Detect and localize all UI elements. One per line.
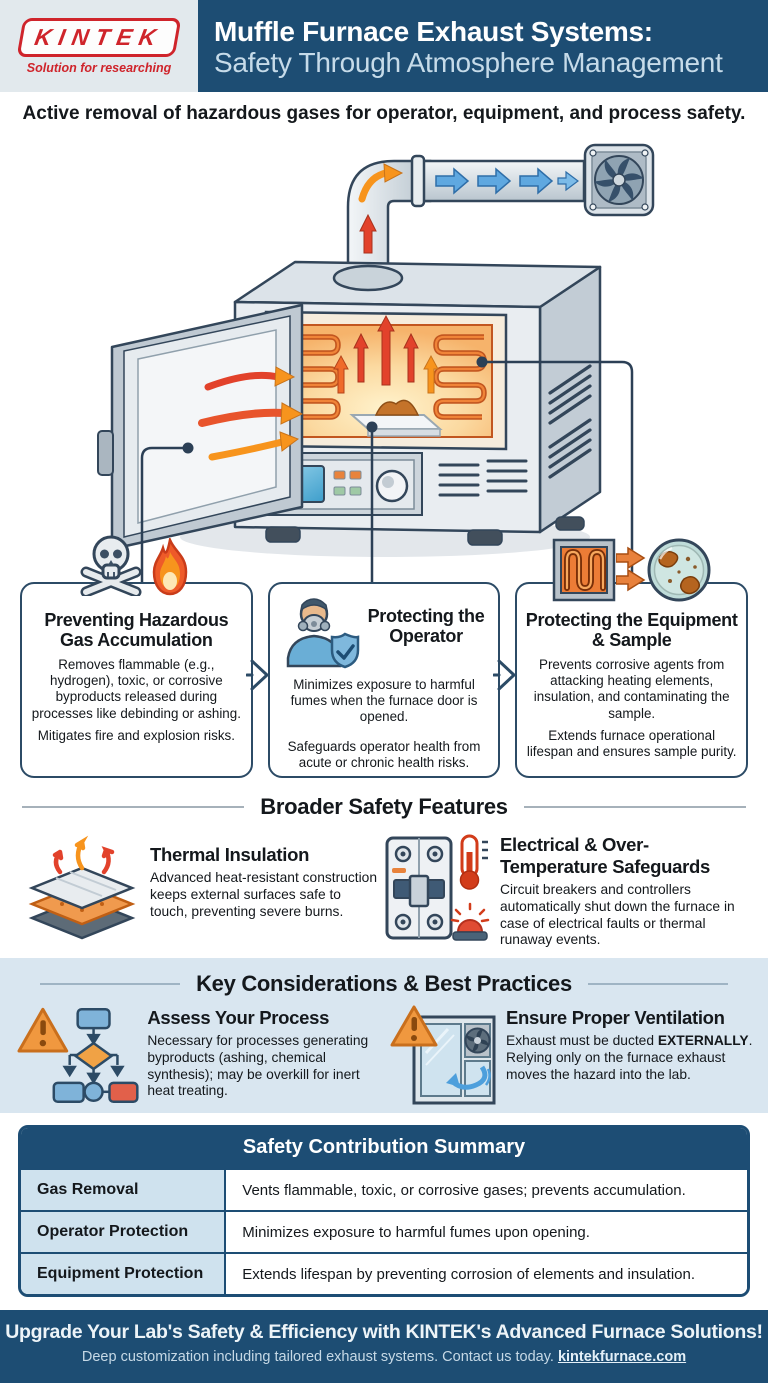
panel-button[interactable]: [349, 470, 362, 480]
door-heat-arrows-icon: [198, 366, 304, 461]
consideration-ventilation: Ensure Proper Ventilation Exhaust must b…: [384, 1003, 768, 1111]
benefit-cards-row: Preventing Hazardous Gas Accumulation Re…: [0, 535, 768, 778]
card-body: Safeguards operator health from acute or…: [287, 739, 481, 771]
card-body: Minimizes exposure to harmful fumes when…: [290, 677, 478, 725]
kintek-logo-icon: KINTEK: [16, 17, 182, 57]
sample-specimen: [374, 399, 420, 416]
duct-base-flange: [332, 264, 404, 292]
operator-respirator-shield-icon: [286, 598, 359, 669]
consideration-body: Exhaust must be ducted EXTERNALLY. Relyi…: [506, 1033, 758, 1083]
divider-line: [40, 983, 181, 985]
title-panel: Muffle Furnace Exhaust Systems: Safety T…: [198, 0, 768, 92]
furnace-door-open: [97, 303, 304, 551]
card-gas-accumulation: Preventing Hazardous Gas Accumulation Re…: [20, 535, 253, 778]
skull-crossbones-icon: [80, 535, 142, 596]
sample-tray: [349, 414, 443, 430]
table-row-value: Minimizes exposure to harmful fumes upon…: [224, 1212, 747, 1252]
footer-text: Deep customization including tailored ex…: [81, 1349, 558, 1365]
hot-gas-curve-arrow-icon: [358, 169, 390, 203]
brand-tagline: Solution for researching: [26, 60, 172, 75]
warning-window-fan-icon: [390, 1005, 496, 1105]
body-text: Exhaust must be ducted: [506, 1033, 658, 1048]
broader-safety-section: Broader Safety Features Thermal: [0, 778, 768, 958]
table-row-label: Equipment Protection: [21, 1254, 225, 1294]
flame-icon: [153, 538, 188, 596]
body-text-bold: EXTERNALLY: [657, 1033, 749, 1048]
rising-fume-arrows-icon: [333, 314, 439, 394]
table-row-label: Gas Removal: [21, 1170, 225, 1210]
panel-button[interactable]: [349, 486, 362, 496]
panel-button[interactable]: [333, 486, 346, 496]
consideration-title: Assess Your Process: [147, 1007, 330, 1028]
hot-gas-arrow-icon: [359, 213, 377, 254]
footer-cta: Upgrade Your Lab's Safety & Efficiency w…: [0, 1310, 768, 1383]
side-vent-slats: [548, 364, 592, 479]
table-row: Operator Protection Minimizes exposure t…: [21, 1210, 747, 1252]
callout-dot-door: [182, 442, 194, 454]
brand-name: KINTEK: [32, 23, 166, 50]
card-body: Removes flammable (e.g., hydrogen), toxi…: [31, 657, 241, 721]
warning-flowchart-icon: [17, 1007, 139, 1103]
table-row: Gas Removal Vents flammable, toxic, or c…: [21, 1168, 747, 1210]
connector-chevron-icon: [493, 659, 516, 691]
card-equipment-protection: Protecting the Equipment & Sample Preven…: [515, 538, 749, 778]
exhaust-fan-icon: [583, 143, 655, 217]
safety-summary-table: Safety Contribution Summary Gas Removal …: [18, 1125, 750, 1297]
panel-button[interactable]: [333, 470, 346, 480]
brand-logo: KINTEK Solution for researching: [0, 0, 198, 92]
heating-element-icon: [552, 538, 615, 602]
header: KINTEK Solution for researching Muffle F…: [0, 0, 768, 92]
feature-body: Advanced heat-resistant construction kee…: [150, 870, 378, 919]
feature-electrical-safeguards: Electrical & Over-Temperature Safeguards…: [384, 832, 768, 949]
airflow-arrows-icon: [435, 167, 579, 195]
front-vent-slats: [438, 459, 528, 497]
card-operator-protection: Protecting the Operator Minimizes exposu…: [267, 582, 501, 778]
furnace-chamber: [264, 310, 508, 451]
callout-dot-sample: [366, 421, 378, 433]
divider-line: [587, 983, 728, 985]
callout-lines: [140, 360, 634, 582]
table-title: Safety Contribution Summary: [21, 1128, 747, 1168]
table-row: Equipment Protection Extends lifespan by…: [21, 1252, 747, 1294]
section-title: Broader Safety Features: [260, 794, 508, 819]
connector-chevron-icon: [246, 659, 269, 691]
footer-headline: Upgrade Your Lab's Safety & Efficiency w…: [5, 1321, 763, 1343]
feature-title: Electrical & Over-Temperature Safeguards: [500, 834, 710, 877]
card-title: Protecting the Equipment & Sample: [525, 610, 738, 651]
card-title: Protecting the Operator: [367, 606, 485, 647]
page-subtitle: Active removal of hazardous gases for op…: [22, 102, 746, 124]
door-handle[interactable]: [97, 430, 114, 476]
consideration-assess-process: Assess Your Process Necessary for proces…: [0, 1003, 384, 1111]
page-title-line1: Muffle Furnace Exhaust Systems:: [214, 15, 653, 47]
exhaust-duct: [346, 154, 586, 275]
corrosion-arrows-icon: [615, 546, 646, 592]
divider-line: [523, 806, 747, 808]
callout-dot-wall: [476, 356, 488, 368]
table-row-label: Operator Protection: [21, 1212, 225, 1252]
consideration-title: Ensure Proper Ventilation: [506, 1007, 725, 1028]
petri-dish-icon: [647, 538, 711, 602]
card-body: Mitigates fire and explosion risks.: [37, 727, 235, 743]
duct-flange-ring: [410, 154, 426, 208]
feature-thermal-insulation: Thermal Insulation Advanced heat-resista…: [0, 832, 384, 949]
key-considerations-section: Key Considerations & Best Practices: [0, 958, 768, 1113]
circuit-breaker-alarm-icon: [385, 834, 490, 941]
feature-body: Circuit breakers and controllers automat…: [500, 882, 735, 948]
divider-line: [22, 806, 245, 808]
card-title: Preventing Hazardous Gas Accumulation: [44, 610, 229, 651]
website-link[interactable]: kintekfurnace.com: [557, 1349, 687, 1365]
page-title-line2: Safety Through Atmosphere Management: [214, 47, 723, 78]
insulation-layers-icon: [28, 835, 136, 940]
body-text: . Relying only on the furnace exhaust mo…: [506, 1033, 753, 1082]
consideration-body: Necessary for processes generating bypro…: [147, 1033, 369, 1099]
muffle-furnace-diagram: [97, 143, 655, 582]
section-title: Key Considerations & Best Practices: [196, 971, 572, 996]
footer-subline: Deep customization including tailored ex…: [0, 1349, 768, 1365]
card-body: Prevents corrosive agents from attacking…: [533, 657, 730, 721]
card-body: Extends furnace operational lifespan and…: [526, 727, 737, 759]
feature-title: Thermal Insulation: [150, 844, 310, 865]
table-row-value: Vents flammable, toxic, or corrosive gas…: [224, 1170, 747, 1210]
table-row-value: Extends lifespan by preventing corrosion…: [224, 1254, 747, 1294]
